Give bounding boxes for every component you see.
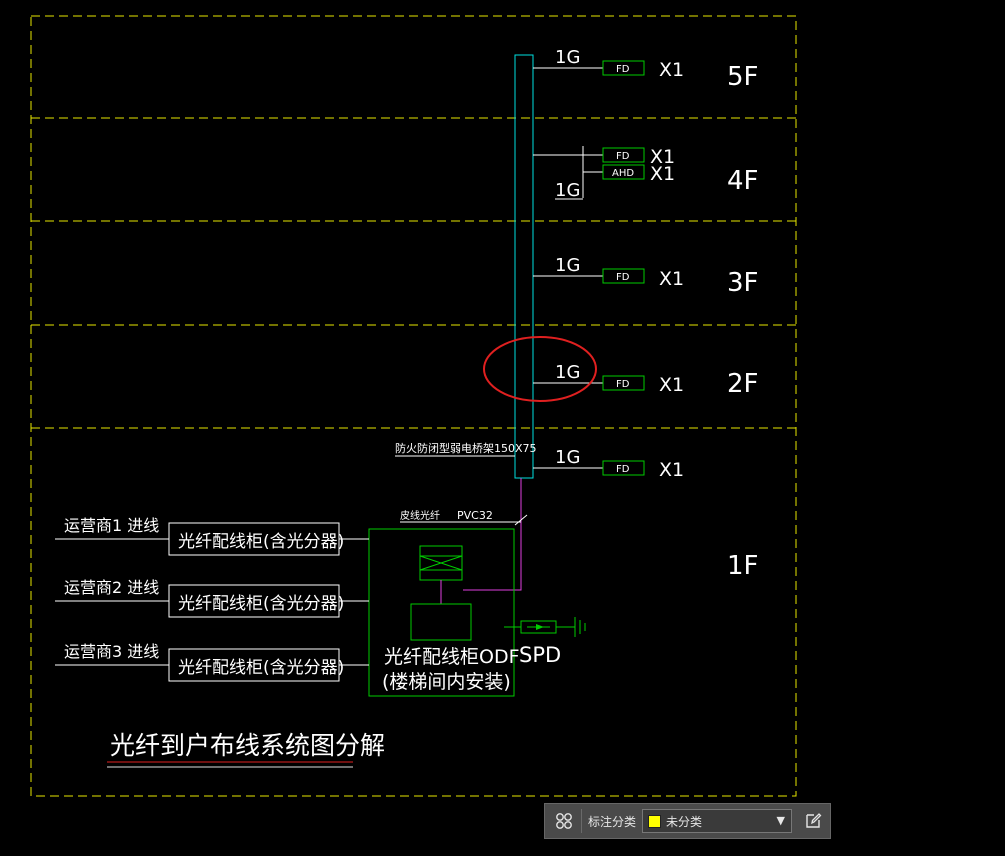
- fd-box-4f: [602, 147, 645, 163]
- conduit-label: PVC32: [457, 509, 493, 522]
- toolbar-divider: [581, 809, 582, 833]
- edit-icon[interactable]: [800, 808, 826, 834]
- spd-label: SPD: [519, 643, 561, 667]
- fd-label-3f: FD: [616, 272, 630, 283]
- ahd-box-4f: [602, 164, 645, 180]
- drop-cable: [463, 478, 522, 591]
- cable-label-4f: 1G: [555, 180, 580, 201]
- fd-box-5f: [602, 60, 645, 76]
- cable-label-3f: 1G: [555, 255, 580, 276]
- qty-label-5f: X1: [659, 59, 684, 81]
- fd-label-5f: FD: [616, 64, 630, 75]
- carrier-3: 运营商3 进线 光纤配线柜(含光分器): [55, 642, 369, 682]
- floor-label-5f: 5F: [727, 62, 759, 92]
- qty-label-3f: X1: [659, 268, 684, 290]
- odf-label-line2: (楼梯间内安装): [382, 671, 511, 693]
- riser-tray-label: 防火防闭型弱电桥架150X75: [395, 441, 537, 455]
- cable-label-2f: 1G: [555, 362, 580, 383]
- branch-3f: 1G FD X1: [533, 255, 684, 290]
- qty2-label-4f: X1: [650, 163, 675, 185]
- floor-grid: [30, 15, 797, 797]
- fd-label-1f: FD: [616, 464, 630, 475]
- category-select[interactable]: 未分类 ▼: [642, 809, 793, 833]
- fd-label-2f: FD: [616, 379, 630, 390]
- diagram-title: 光纤到户布线系统图分解: [110, 731, 385, 760]
- fd-label-4f: FD: [616, 151, 630, 162]
- carrier-1-label: 运营商1 进线: [64, 516, 159, 535]
- fd-box-1f: [602, 460, 645, 476]
- category-label: 标注分类: [588, 814, 637, 829]
- qty-label-1f: X1: [659, 459, 684, 481]
- chevron-down-icon: ▼: [776, 814, 786, 827]
- branch-1f: 1G FD X1: [533, 447, 684, 481]
- category-selected-value: 未分类: [666, 814, 703, 829]
- carrier-1-cabinet-label: 光纤配线柜(含光分器): [178, 532, 344, 552]
- grid-icon[interactable]: [551, 808, 577, 834]
- cable-label-1f: 1G: [555, 447, 580, 468]
- riser-cable-tray: [514, 54, 534, 479]
- fd-box-2f: [602, 375, 645, 391]
- branch-2f: 1G FD X1: [483, 336, 684, 402]
- category-color-swatch: [648, 814, 662, 828]
- odf-module: [410, 603, 472, 641]
- carrier-2-label: 运营商2 进线: [64, 578, 159, 597]
- qty-label-4f: X1: [650, 146, 675, 168]
- carrier-2-cabinet-label: 光纤配线柜(含光分器): [178, 594, 344, 614]
- odf-cabinet: [368, 528, 515, 697]
- spd-symbol: [504, 617, 586, 637]
- highlight-circle: [483, 336, 597, 402]
- carrier-3-label: 运营商3 进线: [64, 642, 159, 661]
- carrier-1: 运营商1 进线 光纤配线柜(含光分器): [55, 516, 369, 556]
- annotation-toolbar: 标注分类 未分类 ▼: [544, 803, 831, 839]
- cable-label-5f: 1G: [555, 47, 580, 68]
- floor-label-1f: 1F: [727, 551, 759, 581]
- floor-label-2f: 2F: [727, 369, 759, 399]
- floor-label-3f: 3F: [727, 268, 759, 298]
- carrier-2: 运营商2 进线 光纤配线柜(含光分器): [55, 578, 369, 618]
- floor-label-4f: 4F: [727, 166, 759, 196]
- qty-label-2f: X1: [659, 374, 684, 396]
- cable-type-label: 皮线光纤: [400, 509, 440, 522]
- carrier-3-cabinet-label: 光纤配线柜(含光分器): [178, 658, 344, 678]
- branch-4f: 1G FD AHD X1 X1: [533, 146, 675, 201]
- branch-5f: 1G FD X1: [533, 47, 684, 81]
- building-frame: [30, 15, 797, 797]
- ahd-label-4f: AHD: [612, 168, 634, 179]
- odf-label-line1: 光纤配线柜ODF: [384, 646, 520, 668]
- splitter-symbol: [419, 545, 463, 581]
- fd-box-3f: [602, 268, 645, 284]
